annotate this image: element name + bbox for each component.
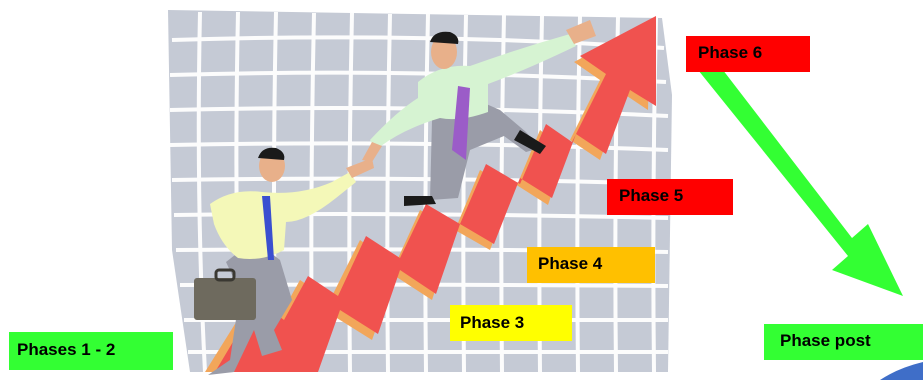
- phase-6-label: Phase 6: [686, 36, 810, 72]
- phase-post-label: Phase post: [764, 324, 923, 360]
- businessman-lower: [194, 147, 374, 375]
- falling-arrow: [690, 48, 903, 296]
- corner-logo: [880, 362, 923, 380]
- phase-4-label: Phase 4: [527, 247, 655, 283]
- phase-5-label: Phase 5: [607, 179, 733, 215]
- phases-1-2-label: Phases 1 - 2: [9, 332, 173, 370]
- businessman-upper: [362, 20, 596, 206]
- phase-3-label: Phase 3: [450, 305, 572, 341]
